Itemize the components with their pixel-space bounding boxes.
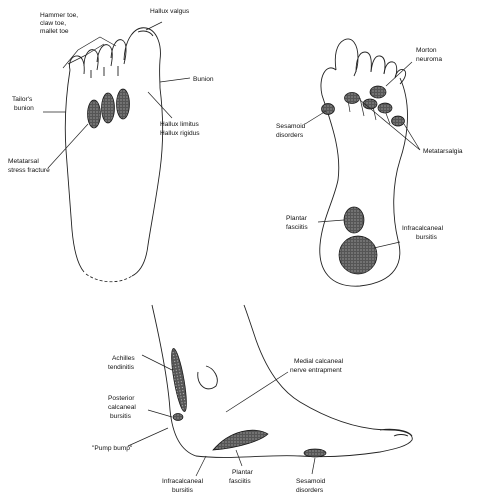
label-achilles-tendinitis: Achilles tendinitis: [108, 355, 137, 371]
plantar-metatarsal-lines: [347, 97, 401, 127]
dorsal-toe-nails: [90, 30, 154, 78]
label-metatarsal-stress-fracture: Metatarsal stress fracture: [8, 158, 50, 174]
leader-sesamoid: [304, 110, 327, 125]
leader-infracalcaneal-medial: [195, 455, 207, 477]
dorsal-toe-4: [83, 49, 99, 71]
plantar-fasciitis-lesion: [343, 206, 365, 234]
leader-medial-nerve: [225, 371, 289, 413]
plantar-big-toe: [334, 38, 359, 77]
plantar-fascia-lesion: [212, 429, 269, 451]
label-posterior-calcaneal-bursitis: Posterior calcaneal bursitis: [108, 395, 138, 420]
achilles-tendinitis-lesion: [171, 348, 187, 412]
infracalcaneal-bursitis-lesion: [338, 235, 378, 275]
label-bunion: Bunion: [193, 76, 214, 83]
leader-stress-fracture: [47, 123, 89, 169]
leader-plantar-fasciitis-medial: [235, 449, 243, 467]
leader-pump-bump: [127, 427, 169, 447]
plantar-little-toe: [394, 69, 407, 85]
dorsal-big-toe: [123, 27, 161, 89]
morton-neuroma-lesion-1: [369, 85, 387, 99]
label-pump-bump: "Pump bump": [92, 445, 133, 452]
label-hallux-limitus: Hallux limitus Hallux rigidus: [160, 121, 201, 137]
leader-posterior-bursitis: [147, 409, 173, 418]
leader-hallux-valgus: [145, 21, 163, 31]
dorsal-foot-view: Hammer toe, claw toe, mallet toe Hallux …: [8, 8, 214, 283]
label-metatarsalgia: Metatarsalgia: [423, 148, 463, 155]
dorsal-heel-dashed: [85, 273, 133, 283]
label-hammer-toe: Hammer toe, claw toe, mallet toe: [40, 12, 80, 35]
medial-toe-detail: [379, 428, 413, 437]
leader-morton-neuroma: [385, 61, 413, 87]
morton-neuroma-lesion-2: [362, 98, 378, 110]
dorsal-little-toe: [69, 55, 85, 75]
medial-ankle-bone: [197, 365, 218, 390]
metatarsalgia-lesion: [391, 115, 405, 127]
leader-sesamoid-medial: [311, 457, 316, 475]
label-sesamoid-disorders: Sesamoid disorders: [276, 123, 307, 139]
medial-foot-outline: [151, 304, 413, 458]
dorsal-toe-2: [110, 39, 127, 65]
medial-foot-view: Achilles tendinitis Posterior calcaneal …: [92, 304, 413, 494]
sesamoid-lesion-1: [344, 92, 360, 104]
posterior-bursitis-lesion: [172, 413, 184, 421]
leader-hallux-limitus: [147, 91, 173, 119]
leader-infracalcaneal: [373, 241, 401, 249]
label-infracalcaneal-bursitis-medial: Infracalcaneal bursitis: [162, 478, 205, 494]
label-tailors-bunion: Tailor's bunion: [12, 96, 34, 112]
plantar-toe-3: [370, 55, 386, 75]
label-sesamoid-disorders-medial: Sesamoid disorders: [296, 478, 327, 494]
leader-bunion: [159, 77, 191, 83]
label-morton-neuroma: Morton neuroma: [416, 47, 442, 63]
plantar-foot-view: Morton neuroma Sesamoid disorders Metata…: [276, 38, 463, 287]
label-plantar-fasciitis-medial: Plantar fasciitis: [229, 469, 255, 485]
label-medial-calcaneal-nerve: Medial calcaneal nerve entrapment: [290, 358, 345, 374]
metatarsal-lesion-1: [87, 99, 101, 129]
label-hallux-valgus: Hallux valgus: [150, 8, 190, 15]
plantar-toe-4: [383, 61, 398, 79]
morton-neuroma-lesion-3: [377, 102, 393, 114]
leader-metatarsalgia: [359, 99, 421, 151]
metatarsal-lesion-3: [116, 88, 130, 120]
metatarsal-lesion-2: [101, 92, 115, 124]
dorsal-foot-outline: [64, 69, 164, 277]
label-infracalcaneal-bursitis: Infracalcaneal bursitis: [402, 225, 445, 241]
leader-plantar-fasciitis: [317, 219, 345, 223]
dorsal-toe-3: [96, 44, 113, 67]
label-plantar-fasciitis: Plantar fasciitis: [286, 215, 309, 231]
leader-achilles: [141, 354, 173, 371]
hammer-toe-bracket: [62, 36, 117, 69]
plantar-toe-2: [355, 51, 372, 73]
medial-sesamoid-lesion: [303, 448, 327, 458]
